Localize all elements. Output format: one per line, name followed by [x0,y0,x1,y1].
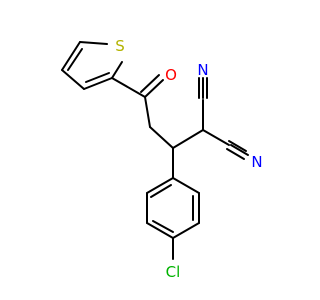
bond-carbonyl-ch2 [144,96,151,128]
bond-c3-c4 [61,69,85,90]
bond-ch2-ch [149,126,174,149]
bond-c2-c3-inner [85,72,110,83]
bond-ph3-ph4 [146,222,174,239]
bond-cn-right-triple-b [230,144,249,156]
bond-carbonyl-o-double [140,74,160,93]
atom-sulfur: S [115,37,125,55]
bond-c2-c3 [83,77,113,90]
atom-chlorine: Cl [166,263,181,281]
bond-s-c2 [111,61,123,79]
atom-nitrogen-right: N [251,153,262,171]
bonds [61,41,249,260]
bond-c4-c5-inner [67,48,83,71]
bond-ph6-ph1 [172,177,200,194]
bond-cn-right-triple-c [226,148,245,160]
bond-ph3-ph4-inner [152,220,174,233]
bond-cn-right-triple-a [228,140,247,152]
bond-carbonyl-o [144,79,164,98]
bond-ch-cn-right [202,129,230,146]
bond-ph4-ph5 [172,222,200,239]
bond-c4-c5 [61,41,81,71]
bond-ph1-ph2-inner [150,184,172,198]
bond-c5-s [79,41,108,45]
bond-thienyl-carbonyl [111,77,146,98]
atom-labels: S O N N Cl [115,37,262,281]
molecule-diagram: S O N N Cl [61,37,263,281]
bond-ph1-ph2 [146,177,174,194]
bond-ch-ch [172,129,204,149]
atom-oxygen: O [165,66,177,84]
atom-nitrogen-top: N [197,61,208,79]
